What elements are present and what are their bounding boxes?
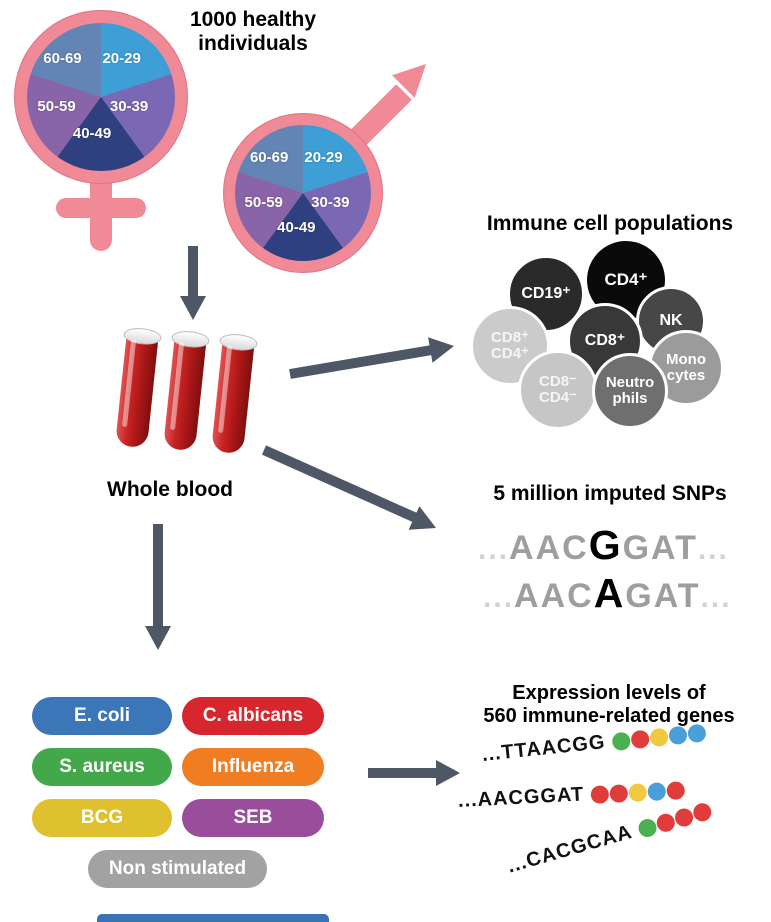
blood-tube-2 [160, 329, 211, 454]
stimulus-non-stimulated: Non stimulated [88, 850, 267, 888]
age-label-30-39: 30-39 [311, 194, 350, 212]
cell-nk: NK [636, 286, 706, 356]
expression-bead [690, 800, 714, 823]
age-label-40-49: 40-49 [72, 125, 112, 143]
arrow-blood-to-stimuli [145, 524, 171, 650]
expression-bead [609, 783, 629, 803]
partial-blue-bar [97, 914, 329, 922]
age-label-30-39: 30-39 [109, 98, 149, 116]
tube-body [163, 336, 207, 452]
male-age-pie: 20-29 30-39 40-49 50-59 60-69 [235, 125, 371, 261]
expression-bead [666, 780, 686, 800]
female-age-pie: 20-29 30-39 40-49 50-59 60-69 [27, 23, 175, 171]
snp-trailing-dots: ... [700, 581, 732, 614]
age-label-50-59: 50-59 [244, 194, 283, 212]
arrow-cohort-to-blood [180, 246, 206, 320]
stimulus-bcg: BCG [32, 799, 172, 837]
expression-bead [647, 781, 667, 801]
age-label-60-69: 60-69 [249, 149, 289, 167]
gene-sequence-text: ...AACGGAT [457, 783, 585, 812]
snp-sequence-1: ... AAC G GAT ... [478, 522, 729, 569]
expression-bead [590, 784, 610, 804]
expression-bead [611, 730, 632, 751]
cell-cd8neg-cd4neg: CD8⁻ CD4⁻ [518, 350, 598, 430]
stimulus-saureus: S. aureus [32, 748, 172, 786]
snp-leading-dots: ... [478, 533, 510, 566]
expression-beads [635, 800, 714, 839]
arrow-blood-to-snps [261, 445, 436, 530]
expression-bead [672, 805, 695, 829]
age-label-60-69: 60-69 [43, 49, 82, 67]
stimulus-influenza: Influenza [182, 748, 324, 786]
tube-body [211, 339, 255, 455]
immune-cells-heading: Immune cell populations [486, 212, 734, 235]
arrow-blood-to-cells [289, 337, 454, 379]
expression-bead [668, 725, 688, 745]
tube-body [115, 333, 159, 449]
expression-bead [654, 811, 677, 834]
cohort-title: 1000 healthy individuals [189, 8, 317, 56]
snp-pre-bases: AAC [514, 577, 594, 615]
snp-post-bases: GAT [622, 529, 698, 567]
expression-bead [686, 723, 707, 743]
gene-sequence-text: ...TTAACGG [480, 731, 607, 766]
age-label-50-59: 50-59 [37, 98, 76, 116]
arrow-stimuli-to-expression [368, 760, 460, 786]
snp-trailing-dots: ... [697, 533, 729, 566]
stimulus-calbicans: C. albicans [182, 697, 324, 735]
expression-bead [636, 816, 659, 839]
snps-heading: 5 million imputed SNPs [493, 482, 727, 505]
whole-blood-label: Whole blood [107, 478, 233, 501]
expression-beads [590, 780, 686, 804]
female-symbol-stem [56, 167, 146, 251]
stimulus-ecoli: E. coli [32, 697, 172, 735]
stimulus-seb: SEB [182, 799, 324, 837]
snp-variant-base: G [588, 522, 623, 568]
snp-pre-bases: AAC [509, 529, 589, 567]
expression-heading: Expression levels of 560 immune-related … [483, 682, 735, 727]
blood-tube-1 [112, 326, 163, 451]
expression-bead [649, 726, 669, 747]
expression-bead [628, 782, 648, 802]
gene-sequence-3: ...CACGCAA [505, 798, 714, 878]
age-label-20-29: 20-29 [304, 149, 343, 167]
blood-tube-3 [208, 332, 259, 457]
age-label-40-49: 40-49 [277, 218, 316, 236]
gene-sequence-2: ...AACGGAT [457, 778, 686, 813]
cell-neutrophils: Neutro phils [592, 353, 668, 429]
snp-variant-base: A [593, 570, 626, 616]
gene-sequence-text: ...CACGCAA [504, 820, 635, 878]
snp-leading-dots: ... [483, 581, 515, 614]
age-label-20-29: 20-29 [102, 49, 141, 67]
expression-bead [630, 728, 651, 749]
snp-sequence-2: ... AAC A GAT ... [483, 570, 732, 617]
male-symbol-arrow [348, 64, 426, 148]
snp-post-bases: GAT [625, 577, 701, 615]
